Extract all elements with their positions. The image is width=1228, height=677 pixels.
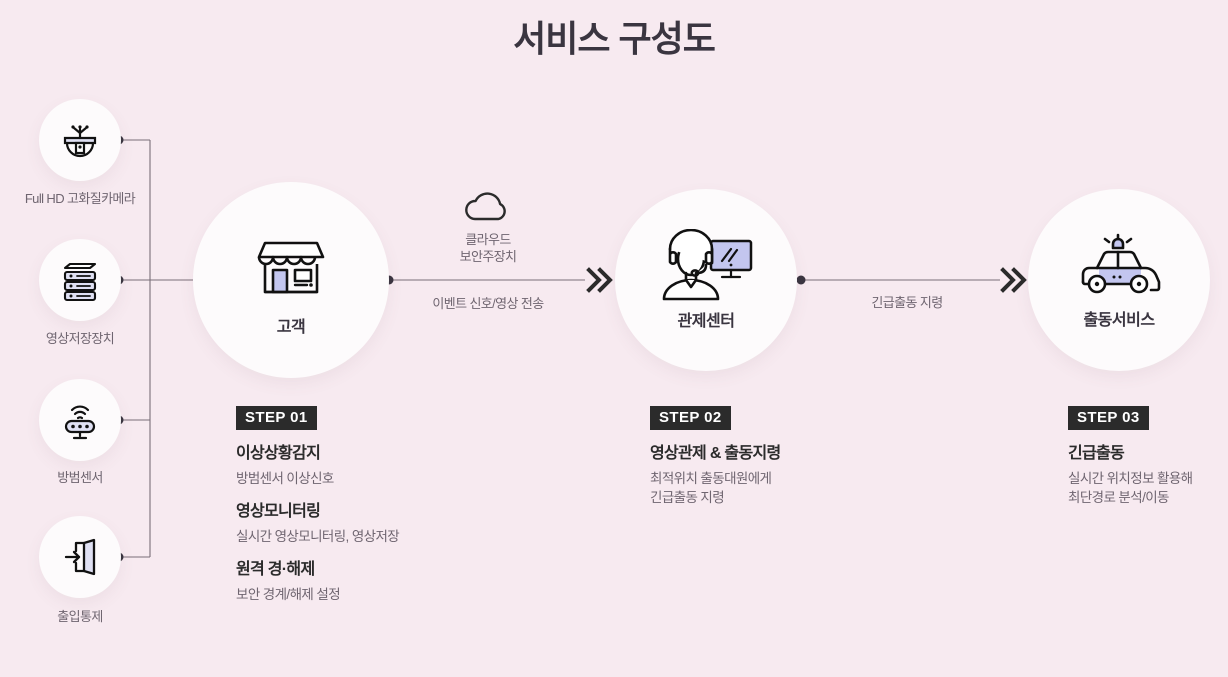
step-block-2: STEP 02 영상관제 & 출동지령 최적위치 출동대원에게 긴급출동 지령 (650, 406, 950, 507)
cloud-block: 클라우드 보안주장치 (388, 188, 588, 265)
node-customer[interactable]: 고객 (193, 182, 389, 378)
node-label-customer: 고객 (276, 319, 306, 336)
node-label-dispatch: 출동서비스 (1083, 312, 1155, 329)
step-item-title: 영상관제 & 출동지령 (650, 445, 781, 462)
page-title: 서비스 구성도 (513, 18, 716, 59)
step-item: 긴급출동 실시간 위치정보 활용해 최단경로 분석/이동 (1068, 444, 1228, 507)
step-item-desc: 보안 경계/해제 설정 (236, 587, 341, 602)
flow-label-1: 이벤트 신호/영상 전송 (432, 296, 544, 311)
node-dispatch[interactable]: 출동서비스 (1028, 189, 1210, 371)
step-badge-3: STEP 03 (1068, 406, 1149, 430)
device-node-camera[interactable] (39, 99, 121, 181)
step-badge-1: STEP 01 (236, 406, 317, 430)
device-node-sensor[interactable] (39, 379, 121, 461)
step-item-title: 원격 경·해제 (236, 561, 315, 578)
step-item-title: 긴급출동 (1068, 445, 1125, 462)
device-label-access: 출입통제 (57, 609, 103, 624)
step-item-title: 영상모니터링 (236, 503, 321, 520)
node-control-center[interactable]: 관제센터 (615, 189, 797, 371)
cloud-caption-line1: 클라우드 (465, 232, 511, 247)
storefront-icon (257, 241, 325, 294)
step-block-1: STEP 01 이상상황감지 방범센서 이상신호 영상모니터링 실시간 영상모니… (236, 406, 536, 604)
step-block-3: STEP 03 긴급출동 실시간 위치정보 활용해 최단경로 분석/이동 (1068, 406, 1228, 507)
step-item-desc: 방범센서 이상신호 (236, 471, 334, 486)
step-item: 이상상황감지 방범센서 이상신호 (236, 444, 536, 488)
step-item-title: 이상상황감지 (236, 445, 321, 462)
flow-label-2: 긴급출동 지령 (871, 295, 943, 310)
dome-camera-icon (63, 125, 97, 158)
step-item: 영상관제 & 출동지령 최적위치 출동대원에게 긴급출동 지령 (650, 444, 950, 507)
server-stack-icon (63, 262, 97, 302)
step-item-desc: 실시간 영상모니터링, 영상저장 (236, 529, 400, 544)
cloud-icon (465, 192, 506, 221)
node-label-control-center: 관제센터 (677, 313, 735, 330)
device-node-nvr[interactable] (39, 239, 121, 321)
device-label-sensor: 방범센서 (57, 470, 103, 485)
step-item-desc: 최적위치 출동대원에게 긴급출동 지령 (650, 471, 772, 505)
patrol-car-icon (1081, 233, 1161, 294)
double-chevron-right-icon (586, 267, 1027, 293)
step-item: 영상모니터링 실시간 영상모니터링, 영상저장 (236, 502, 536, 546)
operator-headset-monitor-icon (662, 229, 753, 301)
cloud-caption: 클라우드 보안주장치 (388, 231, 588, 265)
device-label-camera: Full HD 고화질카메라 (24, 191, 136, 206)
step-item: 원격 경·해제 보안 경계/해제 설정 (236, 560, 536, 604)
door-access-icon (64, 538, 96, 576)
motion-sensor-icon (64, 405, 96, 440)
step-badge-2: STEP 02 (650, 406, 731, 430)
device-label-nvr: 영상저장장치 (45, 331, 115, 346)
device-node-access[interactable] (39, 516, 121, 598)
cloud-caption-line2: 보안주장치 (459, 249, 517, 264)
step-item-desc: 실시간 위치정보 활용해 최단경로 분석/이동 (1068, 471, 1193, 505)
